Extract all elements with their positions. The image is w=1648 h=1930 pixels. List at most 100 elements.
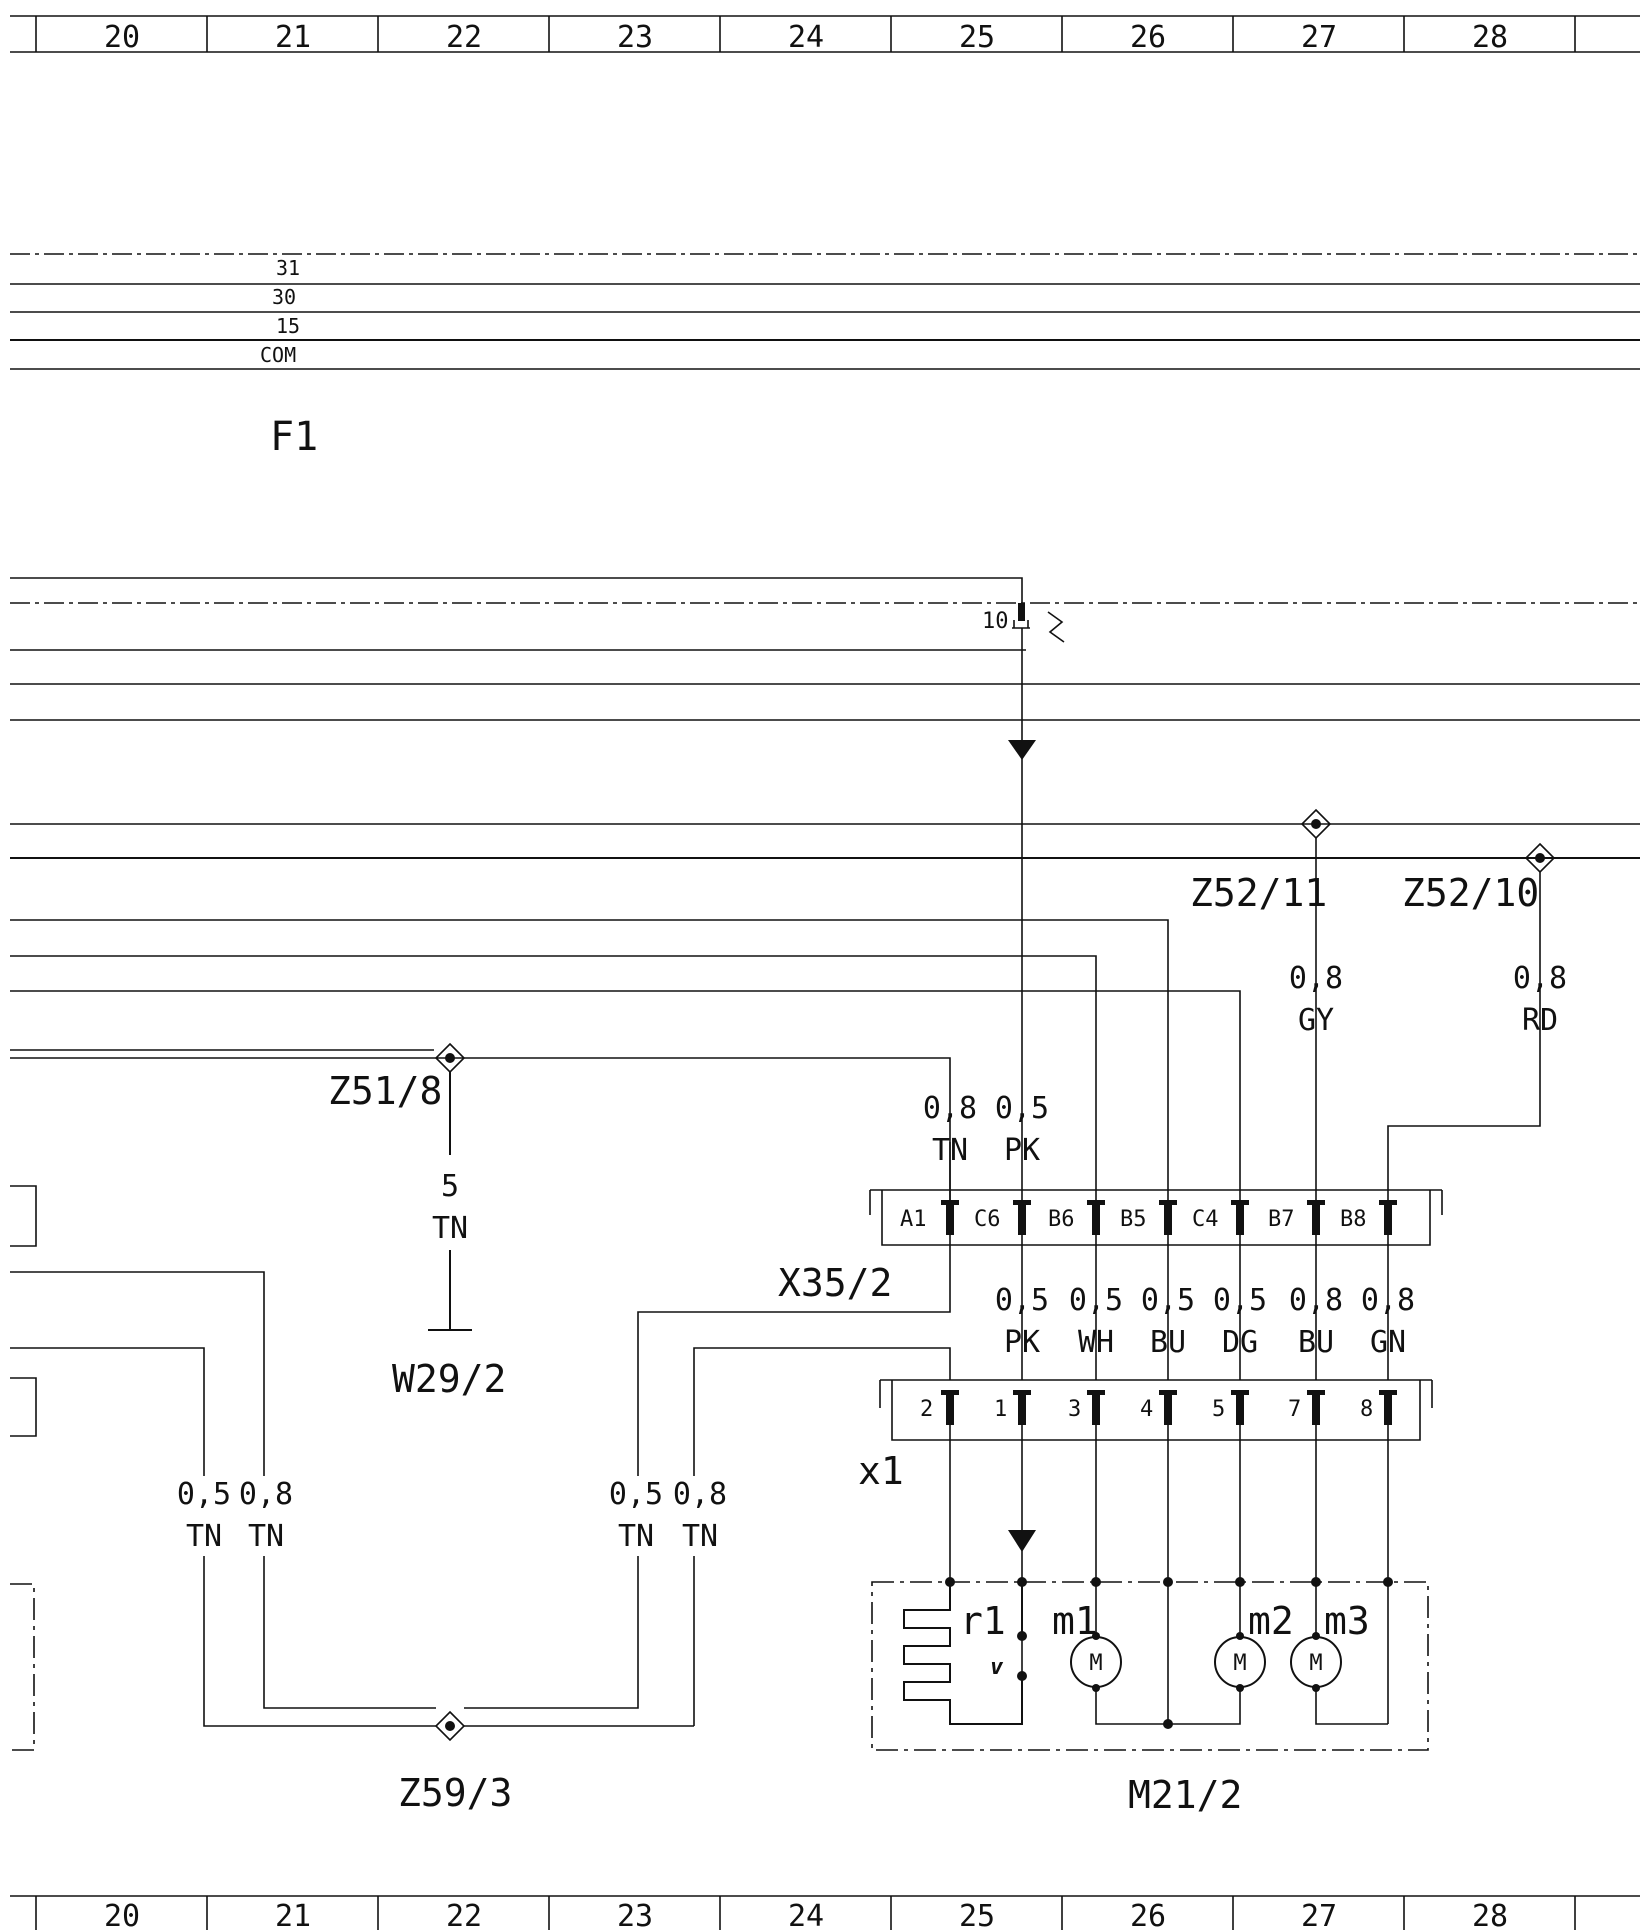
- x1-pin-5: 5: [1212, 1397, 1225, 1422]
- wire-lower-1-size: 0,5: [995, 1283, 1049, 1318]
- component-m21-2-label: M21/2: [1128, 1773, 1242, 1817]
- ruler-bottom-col-22: 22: [446, 1899, 482, 1930]
- x35-pin-b5: B5: [1120, 1207, 1147, 1232]
- splice-z59-3-label: Z59/3: [398, 1771, 512, 1815]
- motor-m3-symbol: M: [1309, 1651, 1322, 1676]
- wire-lower-3-color: BU: [1150, 1325, 1186, 1360]
- wire-lower-1-color: PK: [1004, 1325, 1040, 1360]
- harness-wires: [10, 577, 1640, 1200]
- motor-m2-symbol: M: [1233, 1651, 1246, 1676]
- component-r1-label: r1: [960, 1599, 1006, 1643]
- wire-left1-color: TN: [186, 1519, 222, 1554]
- wire-pin2-return: [693, 1347, 951, 1726]
- wire-lower-6-size: 0,8: [1361, 1283, 1415, 1318]
- wire-left1-size: 0,5: [177, 1477, 231, 1512]
- pin-10-connector: 10: [982, 603, 1065, 643]
- heater-r1-icon: [903, 1582, 1023, 1725]
- arrow-down-icon-2: [1008, 1530, 1036, 1552]
- ruler-top-col-25: 25: [959, 20, 995, 55]
- component-m1-label: m1: [1052, 1599, 1098, 1643]
- wire-gy-size: 0,8: [1289, 961, 1343, 996]
- wire-lower-4-color: DG: [1222, 1325, 1258, 1360]
- ruler-top-col-24: 24: [788, 20, 824, 55]
- ruler-top-col-23: 23: [617, 20, 653, 55]
- wire-lower-5-size: 0,8: [1289, 1283, 1343, 1318]
- x35-pin-c6: C6: [974, 1207, 1001, 1232]
- pin-10-label: 10: [982, 609, 1009, 634]
- x35-pin-b7: B7: [1268, 1207, 1295, 1232]
- x35-pin-b8: B8: [1340, 1207, 1367, 1232]
- ruler-top-col-27: 27: [1301, 20, 1337, 55]
- ruler-top-col-21: 21: [275, 20, 311, 55]
- ruler-bottom-col-25: 25: [959, 1899, 995, 1930]
- wire-a1-size: 0,8: [923, 1091, 977, 1126]
- wire-lower-3-size: 0,5: [1141, 1283, 1195, 1318]
- wire-left2-size: 0,8: [239, 1477, 293, 1512]
- wire-lower-4-size: 0,5: [1213, 1283, 1267, 1318]
- ruler-bottom-col-24: 24: [788, 1899, 824, 1930]
- bus-label-30: 30: [272, 285, 296, 309]
- wire-rd-color: RD: [1522, 1003, 1558, 1038]
- top-ruler: 20 21 22 23 24 25 26 27 28: [10, 15, 1640, 55]
- connector-x1-label: x1: [858, 1449, 904, 1493]
- ground-w29-2-label: W29/2: [392, 1357, 506, 1401]
- component-m2-label: m2: [1248, 1599, 1294, 1643]
- wire-gy-color: GY: [1298, 1003, 1334, 1038]
- wire-left2-color: TN: [248, 1519, 284, 1554]
- x1-pin-4: 4: [1140, 1397, 1153, 1422]
- component-m3-label: m3: [1324, 1599, 1370, 1643]
- x1-pin-7: 7: [1288, 1397, 1301, 1422]
- ruler-top-col-28: 28: [1472, 20, 1508, 55]
- x35-pin-a1: A1: [900, 1207, 927, 1232]
- ruler-bottom-col-20: 20: [104, 1899, 140, 1930]
- wire-lower-5-color: BU: [1298, 1325, 1334, 1360]
- wires-x35-to-x1: 0,5 PK 0,5 WH 0,5 BU 0,5 DG 0,8 BU 0,8 G…: [637, 1235, 1415, 1534]
- left-wire-loop: Z59/3 0,5 TN 0,8 TN 0,5 TN 0,8 TN: [10, 1271, 727, 1815]
- wire-mid2-color: TN: [682, 1519, 718, 1554]
- splice-z52-11: Z52/11 0,8 GY: [1190, 808, 1343, 1200]
- wire-rd-size: 0,8: [1513, 961, 1567, 996]
- wire-w29-size: 5: [441, 1169, 459, 1204]
- splice-z52-10-label: Z52/10: [1402, 871, 1539, 915]
- wire-w29-color: TN: [432, 1211, 468, 1246]
- wire-mid2-size: 0,8: [673, 1477, 727, 1512]
- x35-pin-c4: C4: [1192, 1207, 1219, 1232]
- wire-mid1-size: 0,5: [609, 1477, 663, 1512]
- ruler-bottom-col-21: 21: [275, 1899, 311, 1930]
- connector-x1: x1 2 1 3 4 5 7 8: [858, 1379, 1433, 1493]
- splice-z59-3-icon: [434, 1710, 466, 1742]
- wire-break-icon: [1047, 611, 1065, 643]
- ruler-top-col-22: 22: [446, 20, 482, 55]
- wire-lower-6-color: GN: [1370, 1325, 1406, 1360]
- wire-c6-size: 0,5: [995, 1091, 1049, 1126]
- splice-z51-8-label: Z51/8: [328, 1069, 442, 1113]
- ruler-bottom-col-26: 26: [1130, 1899, 1166, 1930]
- ruler-top-col-20: 20: [104, 20, 140, 55]
- wires-x1-to-m21: [949, 1425, 1389, 1724]
- left-edge-fragments: [10, 1185, 37, 1751]
- wire-a1-color: TN: [932, 1133, 968, 1168]
- x1-pin-2: 2: [920, 1397, 933, 1422]
- x1-pin-3: 3: [1068, 1397, 1081, 1422]
- splice-z51-8: Z51/8 5 TN W29/2: [10, 1042, 506, 1401]
- x1-pin-8: 8: [1360, 1397, 1373, 1422]
- ruler-bottom-col-28: 28: [1472, 1899, 1508, 1930]
- ruler-bottom-col-23: 23: [617, 1899, 653, 1930]
- splice-z52-11-label: Z52/11: [1190, 871, 1327, 915]
- splice-z52-10: Z52/10 0,8 RD: [1387, 842, 1567, 1200]
- component-v-label: v: [990, 1655, 1004, 1680]
- connector-x35-2: X35/2 A1 C6 B6 B5 C4 B7 B8: [778, 1189, 1443, 1305]
- wire-lower-2-color: WH: [1078, 1325, 1114, 1360]
- x35-pin-b6: B6: [1048, 1207, 1075, 1232]
- wire-c6-color: PK: [1004, 1133, 1040, 1168]
- bus-label-15: 15: [276, 314, 300, 338]
- component-m21-2: M21/2 r1 v M m1 M m2 M m3: [871, 1577, 1429, 1817]
- power-bus: 31 30 15 COM F1: [10, 253, 1640, 460]
- x1-pin-1: 1: [994, 1397, 1007, 1422]
- motor-m1-symbol: M: [1089, 1651, 1102, 1676]
- bus-label-31: 31: [276, 256, 300, 280]
- wire-lower-2-size: 0,5: [1069, 1283, 1123, 1318]
- arrow-down-icon: [1008, 740, 1036, 760]
- bus-label-com: COM: [260, 343, 296, 367]
